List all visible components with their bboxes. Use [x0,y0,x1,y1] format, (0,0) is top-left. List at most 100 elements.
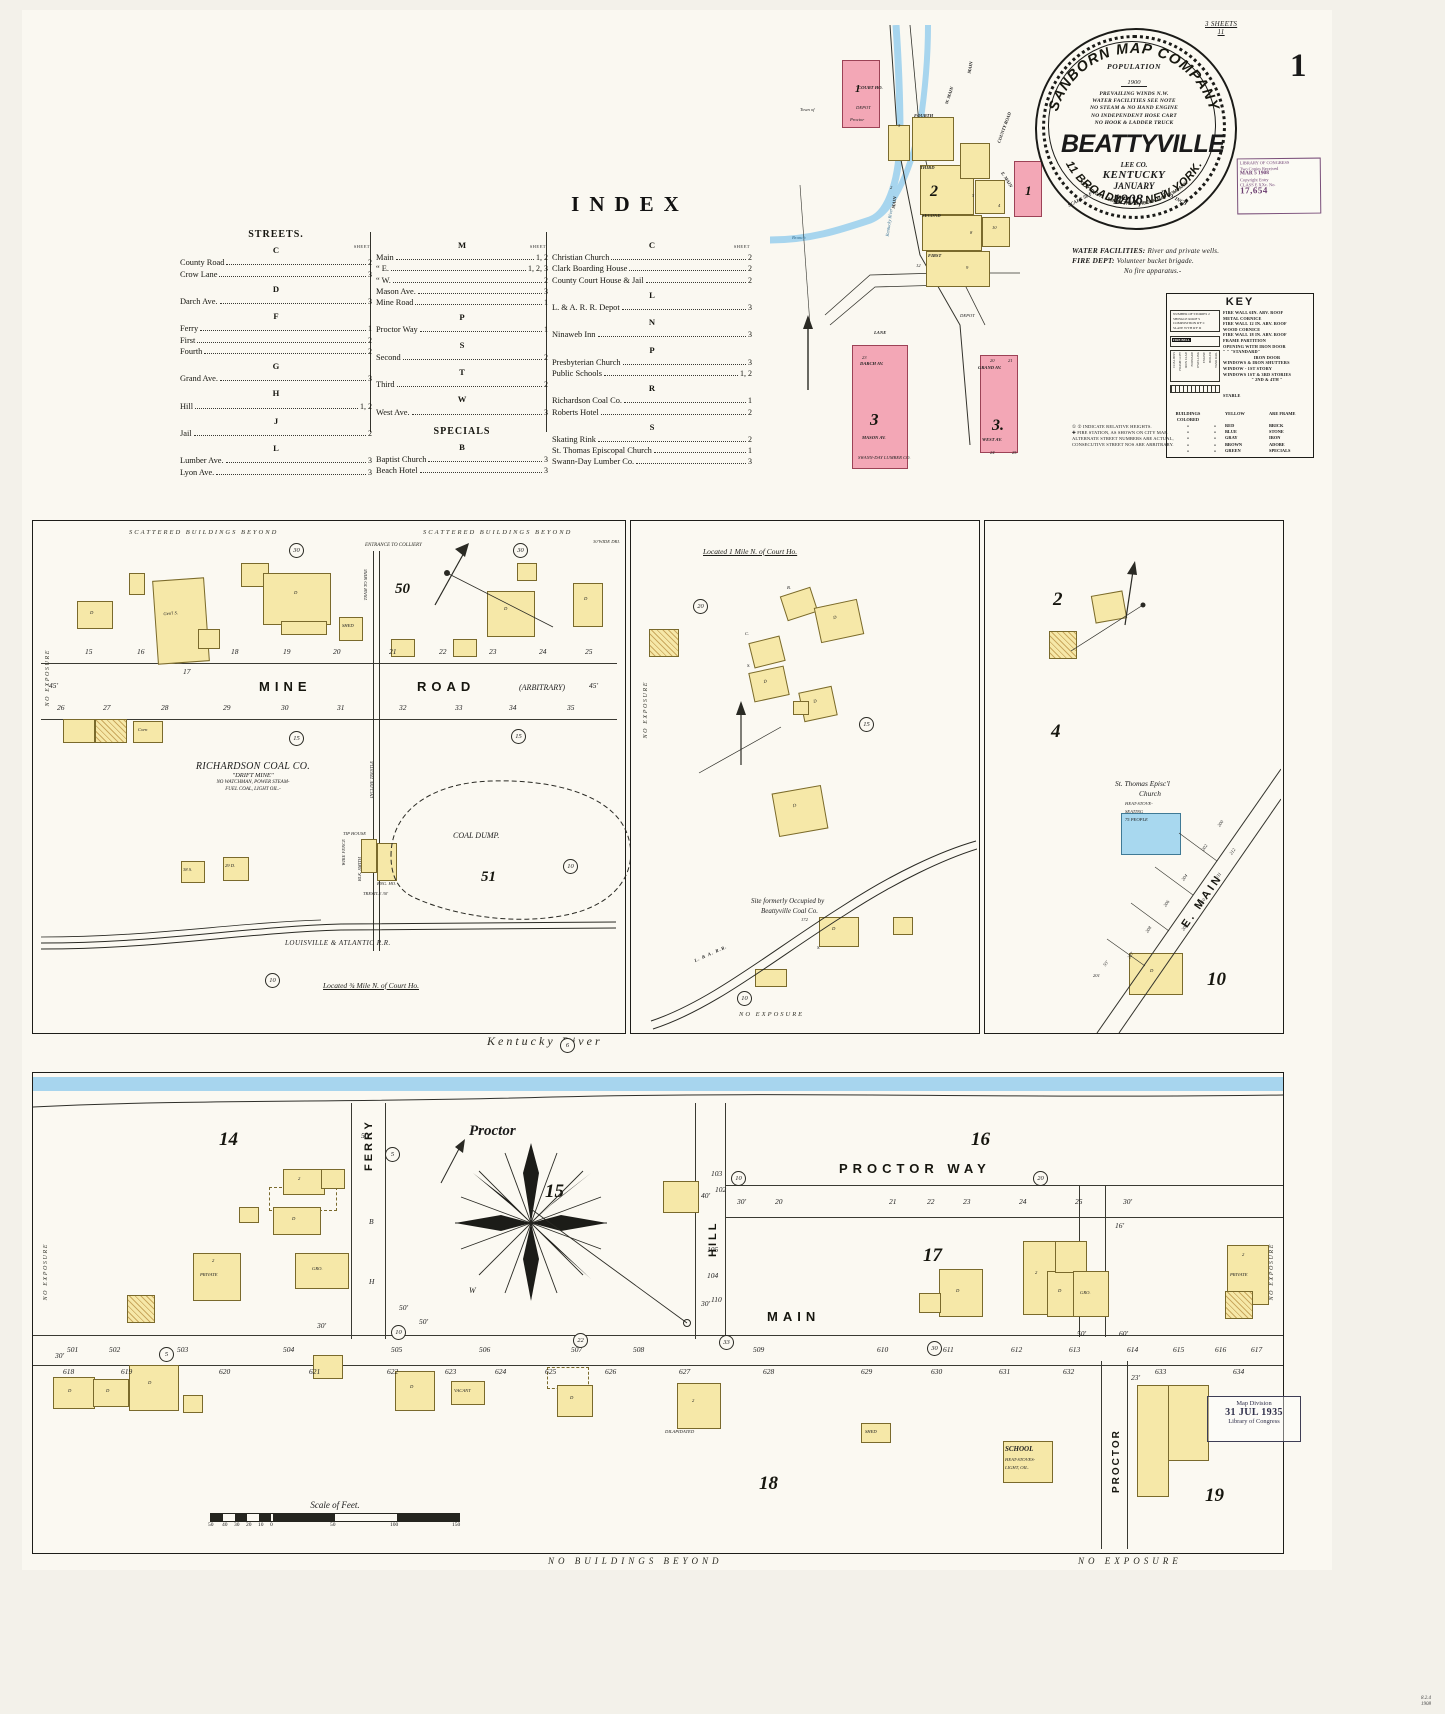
panel-proctor-town[interactable]: 14 15 16 17 18 19 FERRY HILL WAY PROCTOR… [32,1072,1284,1554]
building[interactable]: D [573,583,603,627]
building[interactable]: D [819,917,859,947]
building[interactable]: D [395,1371,435,1411]
building-tip-house[interactable] [361,839,377,873]
building[interactable] [919,1293,941,1313]
keymap-block-1b[interactable] [1014,161,1042,217]
building-private[interactable]: 2 PRIVATE [193,1253,241,1301]
building-church[interactable] [1121,813,1181,855]
building-shed[interactable] [453,639,477,657]
panel-mine-road[interactable]: SCATTERED BUILDINGS BEYOND SCATTERED BUI… [32,520,632,1034]
building-shed[interactable]: SHED [339,617,363,641]
building-engine-house[interactable] [377,843,397,881]
index-entry[interactable]: Swann-Day Lumber Co.3 [552,456,752,467]
building[interactable]: 2 [283,1169,325,1195]
building[interactable]: D [53,1377,95,1409]
building[interactable]: D [939,1269,983,1317]
building-general-store[interactable]: Gen'l S. [152,577,210,665]
building[interactable] [779,586,819,622]
building[interactable] [893,917,913,935]
building[interactable]: D [748,665,790,703]
building-hatched[interactable] [649,629,679,657]
index-entry[interactable]: “ W.2 [376,275,548,286]
building-shed[interactable]: SHED [861,1423,891,1443]
building[interactable] [748,635,786,669]
key-map-overview[interactable]: COURT HO. DEPOT FOURTH THIRD SECOND FIRS… [770,25,1042,505]
building[interactable] [663,1181,699,1213]
keymap-parcel[interactable] [912,117,954,161]
building-vacant[interactable]: VACANT [451,1381,485,1405]
panel-east-main[interactable]: 2 4 10 St. Thomas Episc'l Church HEAT-ST… [984,520,1284,1034]
building[interactable]: 29 D. [223,857,249,881]
building[interactable] [755,969,787,987]
index-entry[interactable]: Grand Ave.3 [180,373,372,384]
building[interactable] [129,573,145,595]
keymap-parcel[interactable] [960,143,990,179]
building[interactable]: D [93,1379,129,1407]
building[interactable] [63,719,95,743]
keymap-parcel[interactable] [888,125,910,161]
panel-former-coal-site[interactable]: Located 1 Mile N. of Court Ho. D D D D D… [630,520,980,1034]
building[interactable] [1055,1241,1087,1273]
building[interactable]: D [263,573,331,625]
building-wing[interactable] [1137,1385,1169,1497]
building[interactable] [321,1169,345,1189]
building-hatched[interactable] [127,1295,155,1323]
index-entry[interactable]: Lyon Ave.3 [180,467,372,478]
building-hatched[interactable] [1225,1291,1253,1319]
keymap-parcel[interactable] [922,215,982,251]
building-grocery[interactable]: GRO. [295,1253,349,1289]
keymap-parcel[interactable] [982,217,1010,247]
building[interactable] [517,563,537,581]
building-school[interactable] [1003,1441,1053,1483]
keymap-block-1[interactable] [842,60,880,128]
building[interactable] [239,1207,259,1223]
building-hatched[interactable] [1049,631,1077,659]
building[interactable] [198,629,220,649]
index-entry[interactable]: Richardson Coal Co.1 [552,395,752,406]
building[interactable] [793,701,809,715]
index-entry[interactable]: “ E.1, 2, 3 [376,263,548,274]
building-shed[interactable] [391,639,415,657]
building[interactable] [183,1395,203,1413]
building[interactable] [281,621,327,635]
keymap-block-3b[interactable] [980,355,1018,453]
index-entry[interactable]: Darch Ave.3 [180,296,372,307]
keymap-block-3[interactable] [852,345,908,469]
building[interactable]: 2 [677,1383,721,1429]
building[interactable] [313,1355,343,1379]
index-entry[interactable]: West Ave.3 [376,407,548,418]
building[interactable]: D [273,1207,321,1235]
building[interactable]: D [557,1385,593,1417]
index-entry[interactable]: Mason Ave.3 [376,286,548,297]
building-grocery[interactable]: GRO. [1073,1271,1109,1317]
index-entry[interactable]: Lumber Ave.3 [180,455,372,466]
building[interactable]: 38 S. [181,861,205,883]
building[interactable]: D [813,598,865,644]
building[interactable]: D [77,601,113,629]
keymap-parcel[interactable] [926,251,990,287]
keymap-parcel[interactable] [975,180,1005,214]
